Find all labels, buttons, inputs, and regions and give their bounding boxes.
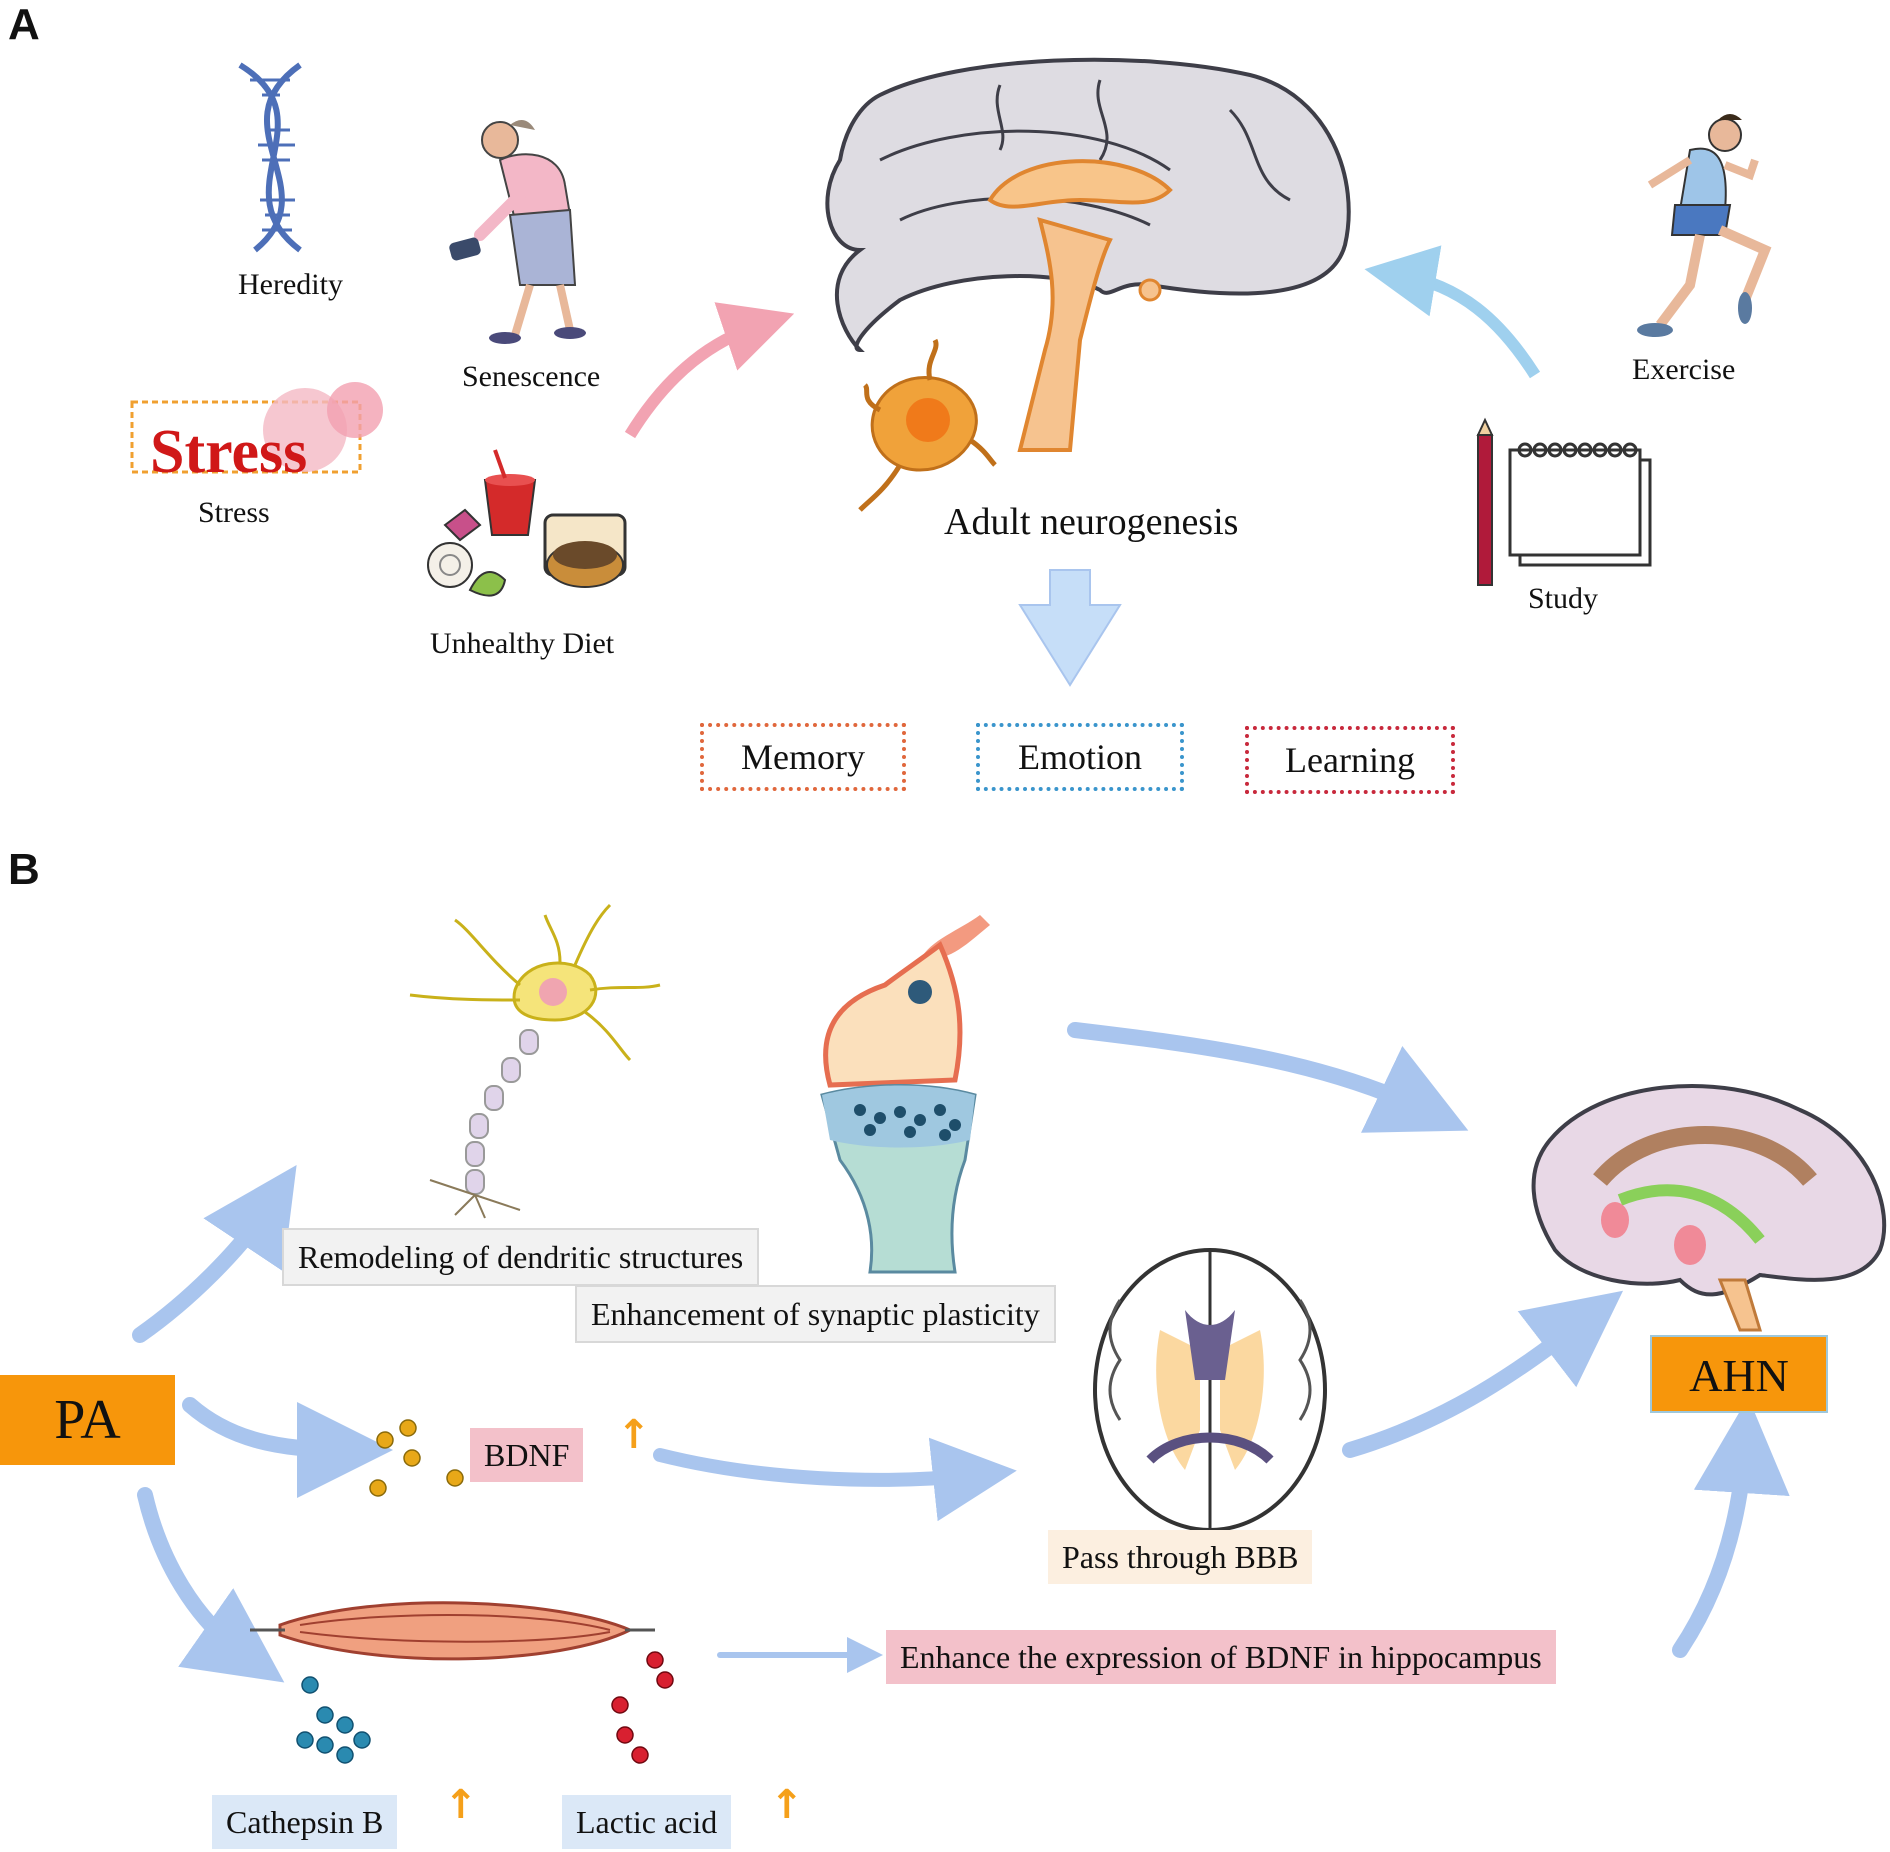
cathepsin-up-arrow: ↑ [444, 1782, 478, 1828]
junk-food-icon [427, 449, 627, 597]
cathepsin-particles [296, 1676, 371, 1764]
hippocampus-box: Enhance the expression of BDNF in hippoc… [886, 1630, 1556, 1684]
neuron-cell-icon [858, 338, 997, 512]
synapse-icon [820, 915, 990, 1274]
exercise-label: Exercise [1632, 353, 1736, 386]
stress-label: Stress [198, 496, 270, 529]
muscle-icon [250, 1601, 655, 1661]
heredity-label: Heredity [238, 268, 343, 301]
arrow-to-bdnf [182, 1397, 393, 1498]
adult-neurogenesis-label: Adult neurogenesis [944, 501, 1239, 543]
diet-label: Unhealthy Diet [430, 627, 615, 660]
synaptic-box: Enhancement of synaptic plasticity [575, 1285, 1056, 1343]
neuron-icon [409, 903, 661, 1219]
arrow-synapse-to-ahn [1067, 1022, 1469, 1133]
stress-word: Stress [150, 418, 307, 486]
memory-box: Memory [700, 723, 906, 791]
brain-icon [825, 57, 1351, 452]
sky-arrow [1364, 245, 1541, 379]
emotion-box: Emotion [976, 723, 1184, 791]
bdnf-particles [369, 1419, 464, 1497]
study-label: Study [1528, 582, 1599, 615]
elderly-person-icon [449, 120, 586, 344]
bbb-box: Pass through BBB [1048, 1530, 1313, 1584]
lactic-particles [611, 1651, 674, 1764]
hippocampus-brain-icon [1531, 1084, 1887, 1332]
arrow-to-muscle [137, 1487, 285, 1683]
stress-logo: Stress [130, 382, 383, 486]
lactic-up-arrow: ↑ [770, 1782, 804, 1828]
panel-a-label: A [8, 0, 40, 49]
bdnf-up-arrow: ↑ [617, 1412, 651, 1458]
bdnf-box: BDNF [470, 1428, 584, 1482]
ahn-box: AHN [1650, 1335, 1828, 1413]
lactic-box: Lactic acid [562, 1795, 732, 1849]
arrow-bbb-to-ahn [1342, 1290, 1624, 1458]
learning-box: Learning [1245, 726, 1455, 794]
pink-arrow [624, 302, 795, 439]
senescence-label: Senescence [462, 360, 601, 393]
arrow-to-dendritic [132, 1165, 297, 1343]
dna-icon [238, 62, 302, 253]
runner-icon [1637, 114, 1772, 337]
flow-arrows [132, 1022, 1790, 1683]
down-arrow [1018, 569, 1122, 687]
pa-box: PA [0, 1375, 175, 1465]
arrow-bdnf-to-bbb [653, 1437, 1017, 1522]
dendritic-box: Remodeling of dendritic structures [282, 1228, 760, 1286]
arrow-hippocampus-to-ahn [1672, 1397, 1790, 1658]
study-icon [1476, 417, 1652, 586]
cathepsin-box: Cathepsin B [212, 1795, 398, 1849]
panel-b-label: B [8, 845, 40, 894]
brain-slice-icon [1093, 1248, 1327, 1532]
